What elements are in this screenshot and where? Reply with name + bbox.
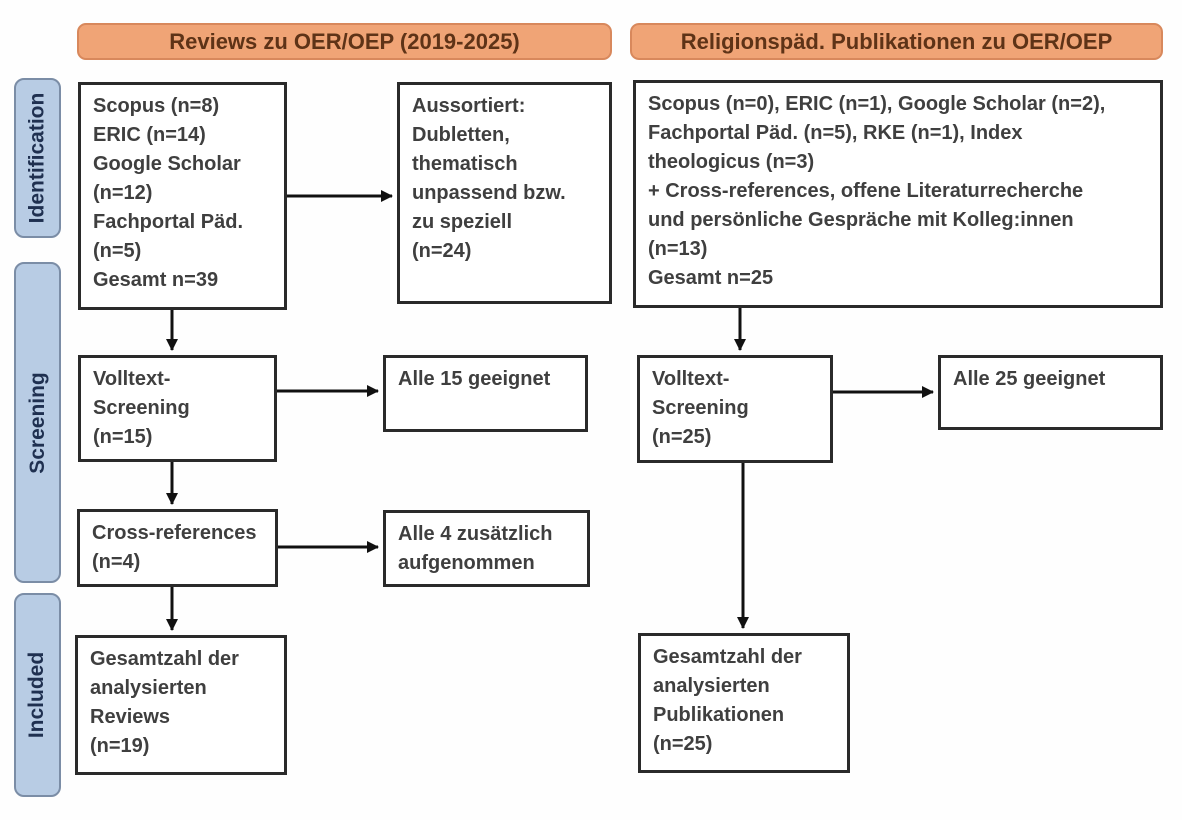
box-left-excluded: Aussortiert: Dubletten, thematisch unpas… bbox=[397, 82, 612, 304]
stage-label-identification-text: Identification bbox=[25, 92, 49, 224]
stage-label-identification: Identification bbox=[14, 78, 61, 238]
box-right-fulltext-screening: Volltext- Screening (n=25) bbox=[637, 355, 833, 463]
box-left-screening-result: Alle 15 geeignet bbox=[383, 355, 588, 432]
box-left-identification-sources: Scopus (n=8) ERIC (n=14) Google Scholar … bbox=[78, 82, 287, 310]
box-left-fulltext-screening: Volltext- Screening (n=15) bbox=[78, 355, 277, 462]
stage-label-screening-text: Screening bbox=[25, 371, 49, 474]
column-header-reviews: Reviews zu OER/OEP (2019-2025) bbox=[77, 23, 612, 60]
stage-label-screening: Screening bbox=[14, 262, 61, 583]
box-right-identification-sources: Scopus (n=0), ERIC (n=1), Google Scholar… bbox=[633, 80, 1163, 308]
box-left-included-total: Gesamtzahl der analysierten Reviews (n=1… bbox=[75, 635, 287, 775]
stage-label-included-text: Included bbox=[25, 651, 49, 739]
box-right-screening-result: Alle 25 geeignet bbox=[938, 355, 1163, 430]
column-header-religionspaed: Religionspäd. Publikationen zu OER/OEP bbox=[630, 23, 1163, 60]
box-right-included-total: Gesamtzahl der analysierten Publikatione… bbox=[638, 633, 850, 773]
box-left-crossreferences: Cross-references (n=4) bbox=[77, 509, 278, 587]
stage-label-included: Included bbox=[14, 593, 61, 797]
box-left-crossref-result: Alle 4 zusätzlich aufgenommen bbox=[383, 510, 590, 587]
